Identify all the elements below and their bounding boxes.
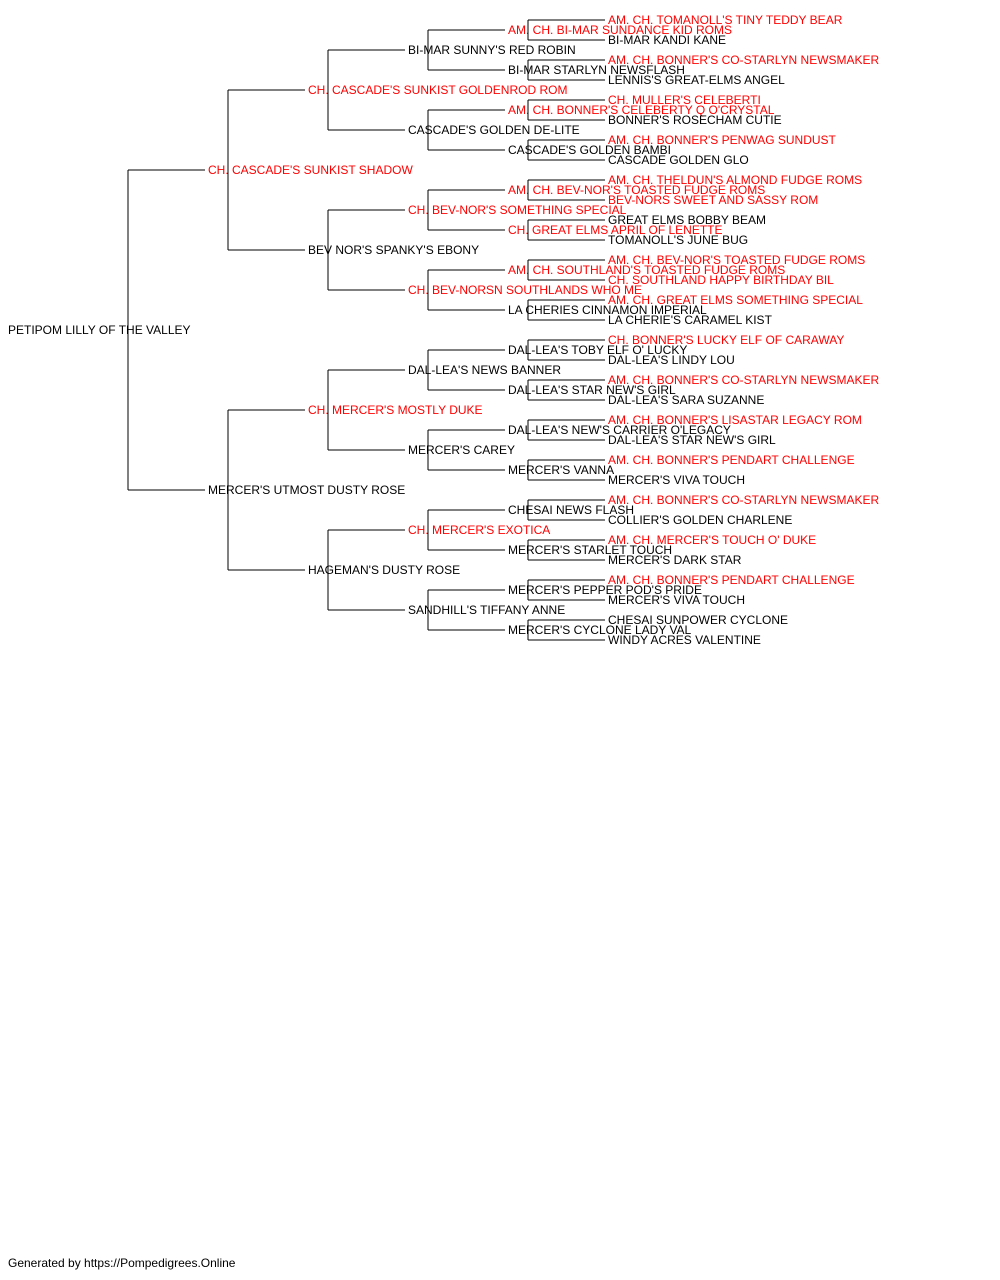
dog-name-subject-dam-sire-sire-dam-dam: DAL-LEA'S SARA SUZANNE	[608, 393, 764, 407]
dog-name-subject-dam-sire-dam-dam-sire: AM. CH. BONNER'S PENDART CHALLENGE	[608, 453, 855, 467]
dog-name-subject-dam-dam-dam-dam: MERCER'S CYCLONE LADY VAL	[508, 623, 692, 637]
dog-name-subject-dam-sire-sire-dam: DAL-LEA'S STAR NEW'S GIRL	[508, 383, 676, 397]
dog-name-subject-dam-sire-dam-dam: MERCER'S VANNA	[508, 463, 614, 477]
dog-name-subject-sire-sire-sire-dam-dam: LENNIS'S GREAT-ELMS ANGEL	[608, 73, 785, 87]
dog-name-subject-sire-dam-sire: CH. BEV-NOR'S SOMETHING SPECIAL	[408, 203, 627, 217]
dog-name-subject-sire: CH. CASCADE'S SUNKIST SHADOW	[208, 163, 413, 177]
dog-name-subject-sire-dam-dam-sire: AM. CH. SOUTHLAND'S TOASTED FUDGE ROMS	[508, 263, 785, 277]
dog-name-subject-sire-dam-dam-dam: LA CHERIES CINNAMON IMPERIAL	[508, 303, 707, 317]
dog-name-subject-dam-sire-dam-sire-dam: DAL-LEA'S STAR NEW'S GIRL	[608, 433, 776, 447]
dog-name-subject-dam-sire-dam-dam-dam: MERCER'S VIVA TOUCH	[608, 473, 745, 487]
dog-name-subject-dam-sire-sire: DAL-LEA'S NEWS BANNER	[408, 363, 561, 377]
dog-name-subject-dam-sire-sire-dam-sire: AM. CH. BONNER'S CO-STARLYN NEWSMAKER	[608, 373, 880, 387]
dog-name-subject-dam: MERCER'S UTMOST DUSTY ROSE	[208, 483, 405, 497]
dog-name-subject-sire-sire-sire-dam: BI-MAR STARLYN NEWSFLASH	[508, 63, 685, 77]
dog-name-subject-sire-dam-sire-sire-sire: AM. CH. THELDUN'S ALMOND FUDGE ROMS	[608, 173, 862, 187]
dog-name-subject-dam-sire-dam: MERCER'S CAREY	[408, 443, 515, 457]
dog-name-subject-sire-dam-sire-sire-dam: BEV-NORS SWEET AND SASSY ROM	[608, 193, 818, 207]
dog-name-subject-sire-sire-sire: BI-MAR SUNNY'S RED ROBIN	[408, 43, 576, 57]
dog-name-subject-sire-sire-sire-dam-sire: AM. CH. BONNER'S CO-STARLYN NEWSMAKER	[608, 53, 880, 67]
dog-name-subject-dam-dam-dam-dam-dam: WINDY ACRES VALENTINE	[608, 633, 761, 647]
dog-name-subject-dam-sire-sire-sire-dam: DAL-LEA'S LINDY LOU	[608, 353, 735, 367]
dog-name-subject-dam-dam-sire-sire: CHESAI NEWS FLASH	[508, 503, 634, 517]
dog-name-subject-sire-dam: BEV NOR'S SPANKY'S EBONY	[308, 243, 479, 257]
dog-name-subject-sire-dam-dam-dam-dam: LA CHERIE'S CARAMEL KIST	[608, 313, 773, 327]
dog-name-subject-sire-sire-dam-sire: AM. CH. BONNER'S CELEBERTY Q O'CRYSTAL	[508, 103, 775, 117]
dog-name-subject-sire-sire-dam-sire-sire: CH. MULLER'S CELEBERTI	[608, 93, 761, 107]
dog-name-subject-dam-dam-sire-dam-dam: MERCER'S DARK STAR	[608, 553, 742, 567]
dog-name-subject-dam-dam-sire-sire-sire: AM. CH. BONNER'S CO-STARLYN NEWSMAKER	[608, 493, 880, 507]
dog-name-subject-dam-sire-dam-sire: DAL-LEA'S NEW'S CARRIER O'LEGACY	[508, 423, 731, 437]
dog-name-subject-sire-sire-sire-sire: AM. CH. BI-MAR SUNDANCE KID ROMS	[508, 23, 732, 37]
dog-name-subject-sire-dam-sire-dam-sire: GREAT ELMS BOBBY BEAM	[608, 213, 766, 227]
dog-name-subject-sire-sire-dam-sire-dam: BONNER'S ROSECHAM CUTIE	[608, 113, 782, 127]
dog-name-subject-dam-dam-dam-sire-dam: MERCER'S VIVA TOUCH	[608, 593, 745, 607]
dog-name-subject-dam-dam-sire: CH. MERCER'S EXOTICA	[408, 523, 550, 537]
dog-name-subject-dam-dam-dam-dam-sire: CHESAI SUNPOWER CYCLONE	[608, 613, 788, 627]
dog-name-subject-sire-sire-dam-dam: CASCADE'S GOLDEN BAMBI	[508, 143, 671, 157]
dog-name-subject-sire-sire-dam-dam-dam: CASCADE GOLDEN GLO	[608, 153, 749, 167]
dog-name-subject-dam-dam-dam-sire: MERCER'S PEPPER POD'S PRIDE	[508, 583, 702, 597]
dog-name-subject-dam-dam-sire-sire-dam: COLLIER'S GOLDEN CHARLENE	[608, 513, 792, 527]
dog-name-subject-dam-dam: HAGEMAN'S DUSTY ROSE	[308, 563, 460, 577]
dog-name-subject-sire-dam-sire-dam: CH. GREAT ELMS APRIL OF LENETTE	[508, 223, 723, 237]
dog-name-subject-dam-sire-dam-sire-sire: AM. CH. BONNER'S LISASTAR LEGACY ROM	[608, 413, 862, 427]
dog-name-subject-dam-sire: CH. MERCER'S MOSTLY DUKE	[308, 403, 483, 417]
dog-name-subject-sire-sire-sire-sire-dam: BI-MAR KANDI KANE	[608, 33, 726, 47]
dog-name-subject-dam-sire-sire-sire: DAL-LEA'S TOBY ELF O' LUCKY	[508, 343, 687, 357]
dog-name-subject-dam-dam-dam: SANDHILL'S TIFFANY ANNE	[408, 603, 565, 617]
dog-name-subject: PETIPOM LILLY OF THE VALLEY	[8, 323, 191, 337]
dog-name-subject-dam-sire-sire-sire-sire: CH. BONNER'S LUCKY ELF OF CARAWAY	[608, 333, 844, 347]
dog-name-subject-sire-sire-dam: CASCADE'S GOLDEN DE-LITE	[408, 123, 580, 137]
dog-name-subject-sire-dam-sire-dam-dam: TOMANOLL'S JUNE BUG	[608, 233, 748, 247]
dog-name-subject-dam-dam-sire-dam-sire: AM. CH. MERCER'S TOUCH O' DUKE	[608, 533, 816, 547]
dog-name-subject-sire-sire-sire-sire-sire: AM. CH. TOMANOLL'S TINY TEDDY BEAR	[608, 13, 843, 27]
dog-name-subject-sire-sire-dam-dam-sire: AM. CH. BONNER'S PENWAG SUNDUST	[608, 133, 837, 147]
dog-name-subject-sire-dam-sire-sire: AM. CH. BEV-NOR'S TOASTED FUDGE ROMS	[508, 183, 765, 197]
dog-name-subject-sire-dam-dam-dam-sire: AM. CH. GREAT ELMS SOMETHING SPECIAL	[608, 293, 863, 307]
dog-name-subject-sire-dam-dam: CH. BEV-NORSN SOUTHLANDS WHO ME	[408, 283, 642, 297]
dog-name-subject-dam-dam-dam-sire-sire: AM. CH. BONNER'S PENDART CHALLENGE	[608, 573, 855, 587]
dog-name-subject-sire-dam-dam-sire-sire: AM. CH. BEV-NOR'S TOASTED FUDGE ROMS	[608, 253, 865, 267]
dog-name-subject-dam-dam-sire-dam: MERCER'S STARLET TOUCH	[508, 543, 672, 557]
generated-by-footer: Generated by https://Pompedigrees.Online	[8, 1256, 236, 1270]
dog-name-subject-sire-sire: CH. CASCADE'S SUNKIST GOLDENROD ROM	[308, 83, 567, 97]
dog-name-subject-sire-dam-dam-sire-dam: CH. SOUTHLAND HAPPY BIRTHDAY BIL	[608, 273, 834, 287]
